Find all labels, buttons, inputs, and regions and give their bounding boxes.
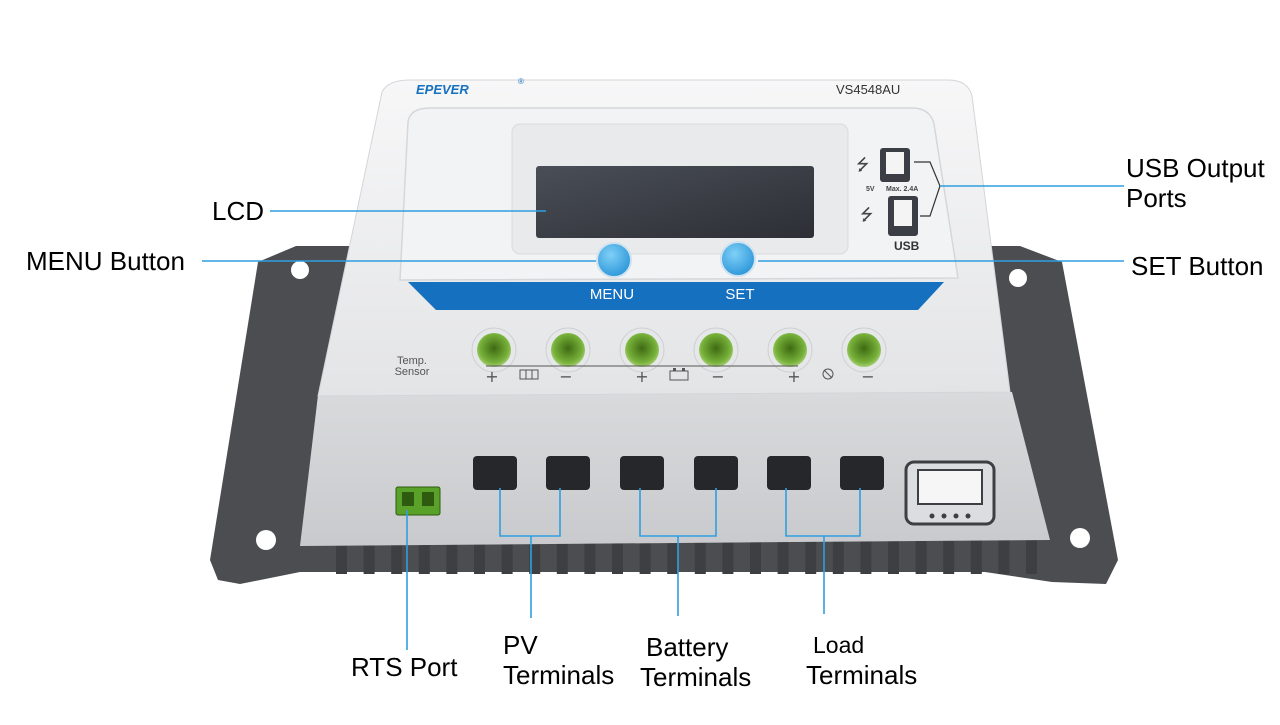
terminal-wire-opening [694, 456, 738, 490]
heatsink-fin [860, 540, 872, 574]
heatsink-fin [805, 540, 817, 574]
terminal-polarity-label: − [711, 367, 724, 386]
heatsink-fin [446, 540, 458, 574]
heatsink-fin [888, 540, 899, 574]
usb-voltage-rating: 5V [866, 186, 875, 193]
mounting-hole-top-left [291, 261, 309, 279]
terminal-wire-opening [473, 456, 517, 490]
key-label-stripe [408, 282, 944, 310]
callout-menu-button: MENU Button [26, 246, 185, 276]
usb-label: USB [894, 239, 920, 253]
model-number: VS4548AU [836, 82, 900, 97]
menu-button[interactable] [596, 242, 632, 278]
heatsink-fin [667, 540, 679, 574]
callout-battery-terminals: Battery Terminals [640, 632, 752, 692]
usb-port-1-slot [886, 152, 904, 174]
terminal-screw[interactable] [773, 333, 807, 367]
terminal-polarity-label: + [635, 367, 648, 386]
communication-port[interactable] [904, 460, 996, 526]
lcd-screen [536, 166, 814, 238]
terminal-polarity-labels: + − + − + − [485, 367, 874, 386]
heatsink-fin [612, 540, 623, 574]
callout-set-button: SET Button [1131, 251, 1264, 281]
solar-panel-icon [519, 369, 539, 380]
mounting-hole-bottom-left [256, 530, 276, 550]
terminal-wire-opening [620, 456, 664, 490]
battery-icon [669, 368, 689, 381]
temp-sensor-label-line2: Sensor [395, 366, 430, 378]
menu-key-label: MENU [590, 286, 634, 303]
terminal-screw[interactable] [847, 333, 881, 367]
rts-port[interactable] [395, 486, 441, 516]
terminal-screw[interactable] [625, 333, 659, 367]
temp-sensor-label-line1: Temp. [397, 355, 427, 367]
usb-current-rating: Max. 2.4A [886, 186, 918, 193]
heatsink-fin [584, 540, 596, 574]
callout-pv-terminals: PV Terminals [503, 630, 615, 690]
leader-pv-bracket [499, 488, 561, 537]
heatsink-fin [915, 540, 927, 574]
heatsink-fin [777, 540, 789, 574]
heatsink-fin [391, 540, 403, 574]
heatsink-fin [750, 540, 761, 574]
mounting-hole-top-right [1009, 269, 1027, 287]
terminal-screw[interactable] [699, 333, 733, 367]
callout-lcd: LCD [212, 196, 265, 226]
brand-logo: EPEVER [416, 82, 469, 97]
terminal-wire-opening [546, 456, 590, 490]
heatsink-fin [474, 540, 485, 574]
terminal-wire-opening [767, 456, 811, 490]
heatsink-fin [639, 540, 651, 574]
callout-usb-output-ports: USB Output Ports [1126, 153, 1265, 213]
heatsink-fin [336, 540, 347, 574]
heatsink-fin [501, 540, 513, 574]
heatsink-fins [336, 540, 1037, 574]
heatsink-fin [529, 540, 541, 574]
heatsink-fin [943, 540, 955, 574]
set-button[interactable] [720, 241, 756, 277]
terminal-wire-openings [473, 456, 884, 490]
terminal-polarity-label: + [787, 367, 800, 386]
callout-rts-port: RTS Port [351, 652, 458, 682]
heatsink-fin [998, 540, 1010, 574]
usb-port-2-slot [894, 200, 912, 226]
heatsink-fin [418, 540, 430, 574]
heatsink-fin [694, 540, 706, 574]
callout-load-terminals: Load Terminals [806, 632, 918, 690]
usb-symbol-icon: ⭍ [856, 155, 869, 174]
usb-symbol-icon: ⭍ [860, 205, 873, 224]
mounting-hole-bottom-right [1070, 528, 1090, 548]
set-key-label: SET [725, 286, 754, 303]
leader-lines [202, 185, 1124, 650]
heatsink-fin [722, 540, 734, 574]
enclosure-front [300, 392, 1050, 546]
heatsink-fin [556, 540, 568, 574]
heatsink-fin [1026, 540, 1037, 574]
terminal-polarity-label: − [559, 367, 572, 386]
terminal-screw[interactable] [551, 333, 585, 367]
heatsink-fin [832, 540, 844, 574]
registered-mark: ® [518, 77, 524, 86]
leader-load-bracket [785, 488, 861, 537]
heatsink-fin [363, 540, 375, 574]
terminal-screws [471, 327, 887, 373]
terminal-screw[interactable] [477, 333, 511, 367]
terminal-polarity-label: − [861, 367, 874, 386]
heatsink-fin [970, 540, 982, 574]
terminal-wire-opening [840, 456, 884, 490]
usb-port-group: ⭍ ⭍ 5V Max. 2.4A USB [856, 148, 941, 253]
load-bulb-icon [822, 368, 834, 380]
terminal-polarity-label: + [485, 367, 498, 386]
